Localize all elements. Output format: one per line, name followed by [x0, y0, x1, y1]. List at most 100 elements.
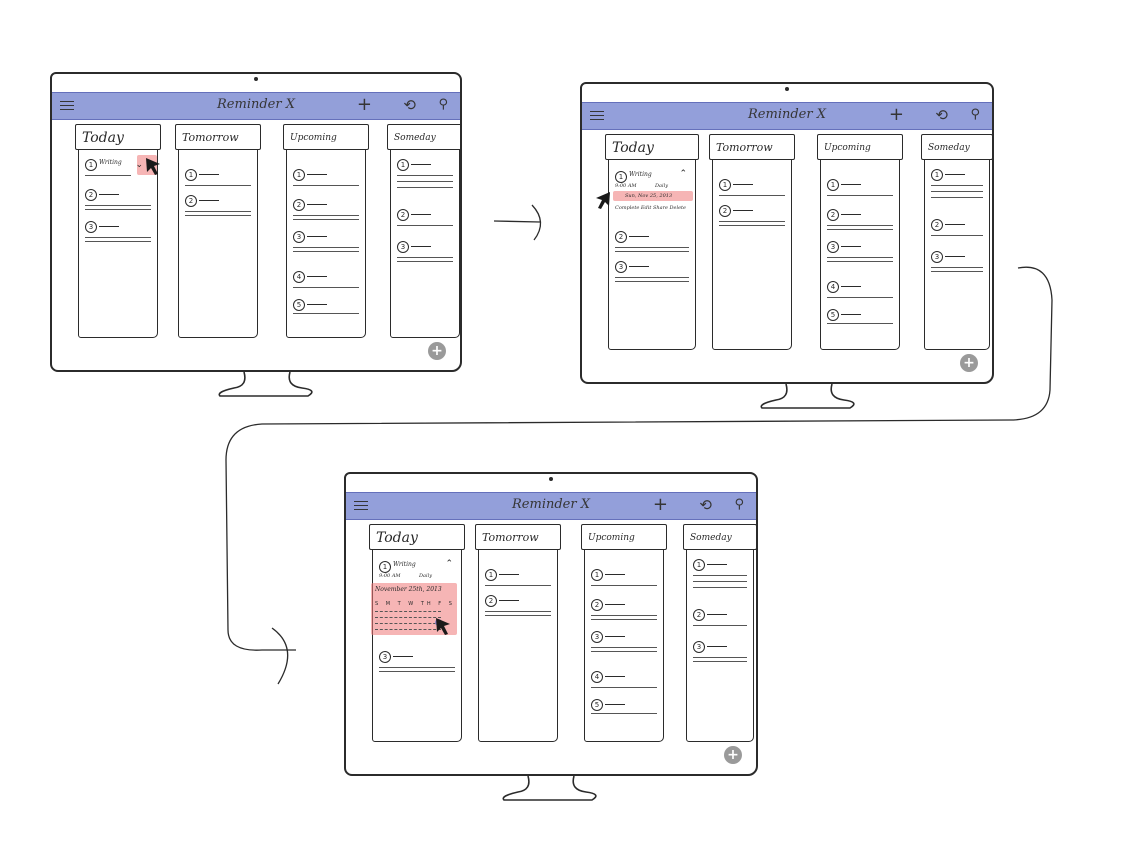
task-item[interactable]: 1 [827, 179, 893, 217]
task-item[interactable]: 2 [293, 199, 359, 237]
task-line [185, 211, 251, 212]
task-item[interactable]: 5 [827, 309, 893, 347]
task-item[interactable]: 1 [591, 569, 657, 607]
calendar-week-row[interactable] [375, 617, 441, 619]
add-fab-button[interactable]: + [724, 746, 742, 764]
task-item[interactable]: 3 [379, 651, 455, 689]
task-title [393, 656, 413, 657]
task-number: 2 [85, 189, 97, 201]
hamburger-icon[interactable] [590, 111, 604, 121]
search-icon[interactable]: ⚲ [734, 497, 744, 512]
task-number: 4 [293, 271, 305, 283]
task-line [85, 241, 151, 242]
task-item[interactable]: 1 [931, 169, 983, 207]
pointer-cursor-icon [596, 192, 610, 209]
task-line [591, 687, 657, 688]
add-fab-button[interactable]: + [428, 342, 446, 360]
task-title [411, 164, 431, 165]
column-header-today: Today [75, 124, 161, 150]
add-button[interactable]: + [356, 94, 372, 115]
task-line [693, 661, 747, 662]
task-line [485, 615, 551, 616]
app-title: Reminder X [748, 107, 826, 122]
task-title [733, 184, 753, 185]
calendar-week-row[interactable] [375, 623, 441, 625]
task-actions[interactable]: Complete Edit Share Delete [615, 205, 687, 211]
task-item[interactable]: 3 [615, 261, 689, 299]
task-item[interactable]: 2 [931, 219, 983, 257]
task-item[interactable]: 3 [827, 241, 893, 279]
task-item[interactable]: 2 [591, 599, 657, 637]
task-line [397, 257, 453, 258]
search-icon[interactable]: ⚲ [438, 97, 448, 112]
task-item[interactable]: 2 [85, 189, 151, 227]
task-item[interactable]: 1 [693, 559, 747, 597]
task-item[interactable]: 2 [615, 231, 689, 269]
task-title [605, 676, 625, 677]
column-header-upcoming: Upcoming [283, 124, 369, 150]
history-icon[interactable]: ⟲ [935, 106, 948, 124]
chevron-up-icon[interactable]: ⌃ [679, 169, 687, 179]
task-number: 4 [591, 671, 603, 683]
task-line [397, 181, 453, 182]
task-line [615, 251, 689, 252]
task-date[interactable]: Sun, Nov 25, 2013 [625, 193, 673, 199]
task-title [307, 236, 327, 237]
task-item-expanded[interactable]: 1 Writing ⌃ 9:00 AM Daily Sun, Nov 25, 2… [613, 169, 693, 217]
task-item[interactable]: 3 [931, 251, 983, 289]
hamburger-icon[interactable] [354, 501, 368, 511]
task-item[interactable]: 4 [827, 281, 893, 319]
task-line [293, 215, 359, 216]
history-icon[interactable]: ⟲ [403, 96, 416, 114]
calendar-week-row[interactable] [375, 629, 441, 631]
task-line [615, 281, 689, 282]
task-item[interactable]: 5 [293, 299, 359, 337]
column-header-today: Today [605, 134, 699, 160]
task-item[interactable]: 1 [719, 179, 785, 217]
app-title: Reminder X [217, 97, 295, 112]
task-number: 3 [591, 631, 603, 643]
task-item[interactable]: 2 [827, 209, 893, 247]
task-item[interactable]: 2 [185, 195, 251, 233]
task-number: 3 [397, 241, 409, 253]
calendar-week-row[interactable] [375, 611, 441, 613]
task-title [99, 194, 119, 195]
column-upcoming: Upcoming 1 2 3 [283, 124, 369, 338]
task-item[interactable]: 1 [485, 569, 551, 607]
task-title [307, 276, 327, 277]
task-line [293, 219, 359, 220]
task-time: 9:00 AM [379, 573, 401, 579]
task-item[interactable]: 3 [591, 631, 657, 669]
task-item[interactable]: 3 [85, 221, 151, 259]
task-item[interactable]: 1 [397, 159, 453, 197]
search-icon[interactable]: ⚲ [970, 107, 980, 122]
chevron-down-icon[interactable]: ⌄ [135, 160, 143, 170]
task-line [827, 261, 893, 262]
task-line [931, 185, 983, 186]
add-fab-button[interactable]: + [960, 354, 978, 372]
task-item[interactable]: 2 [719, 205, 785, 243]
task-title [733, 210, 753, 211]
chevron-up-icon[interactable]: ⌃ [445, 559, 453, 569]
hamburger-icon[interactable] [60, 101, 74, 111]
task-item[interactable]: 4 [293, 271, 359, 309]
task-line [931, 267, 983, 268]
task-title [499, 600, 519, 601]
add-button[interactable]: + [652, 494, 668, 515]
task-item-expanded[interactable]: 1 Writing ⌃ 9:00 AM Daily [379, 559, 455, 591]
task-item[interactable]: 3 [693, 641, 747, 679]
history-icon[interactable]: ⟲ [699, 496, 712, 514]
task-item[interactable]: 2 [397, 209, 453, 247]
task-item[interactable]: 2 [485, 595, 551, 633]
task-item[interactable]: 4 [591, 671, 657, 709]
add-button[interactable]: + [888, 104, 904, 125]
task-item[interactable]: 3 [397, 241, 453, 279]
task-title [629, 266, 649, 267]
task-item[interactable]: 3 [293, 231, 359, 269]
screen-3: Reminder X + ⟲ ⚲ Today 1 Writing ⌃ 9:00 … [344, 472, 758, 776]
task-item[interactable]: 1 [185, 169, 251, 207]
task-item[interactable]: 5 [591, 699, 657, 737]
task-item[interactable]: 1 [293, 169, 359, 207]
task-item[interactable]: 2 [693, 609, 747, 647]
task-number: 3 [85, 221, 97, 233]
